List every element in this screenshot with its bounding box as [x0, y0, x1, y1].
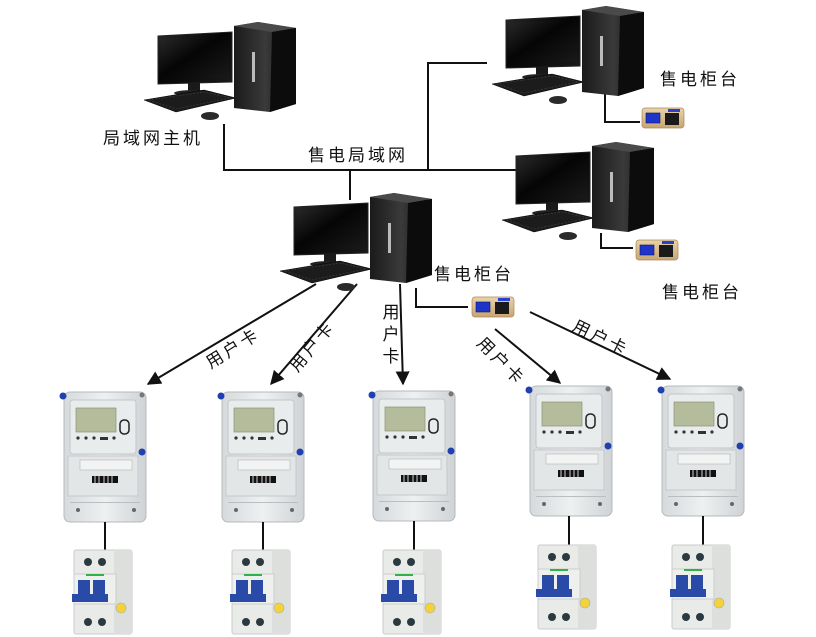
arrow-to-meter-2 — [270, 283, 358, 386]
circuit-breaker-icon — [535, 544, 597, 630]
meter-wires — [104, 516, 704, 550]
electric-meter-icon — [216, 391, 305, 523]
lan-host-computer-icon — [143, 21, 297, 121]
counter-top-computer-icon — [491, 5, 645, 105]
user-card-arrows — [146, 283, 672, 386]
electric-meter-icon — [367, 390, 456, 522]
electric-meter-icon — [524, 385, 613, 517]
link-counter-top — [427, 62, 487, 170]
arrow-to-meter-3 — [395, 283, 410, 386]
electric-meter-icon — [656, 385, 745, 517]
electric-meter-icon — [58, 391, 147, 523]
arrow-to-meter-4 — [494, 328, 562, 384]
card-reader-top-icon — [641, 107, 685, 129]
label-user-card-3: 用 户 卡 — [382, 303, 400, 367]
label-counter-top: 售电柜台 — [660, 70, 740, 90]
circuit-breaker-icon — [229, 549, 291, 635]
arrow-to-meter-5 — [529, 311, 672, 380]
label-lan-host: 局域网主机 — [103, 129, 203, 149]
circuit-breaker-icon — [71, 549, 133, 635]
arrow-to-meter-1 — [146, 283, 317, 385]
label-counter-center: 售电柜台 — [434, 265, 514, 285]
card-reader-right-icon — [635, 239, 679, 261]
lan-bus-line — [223, 124, 520, 171]
label-counter-right: 售电柜台 — [662, 283, 742, 303]
card-reader-center-icon — [471, 296, 515, 318]
circuit-breaker-icon — [669, 544, 731, 630]
counter-right-computer-icon — [501, 141, 655, 241]
circuit-breaker-icon — [380, 549, 442, 635]
link-reader-center — [415, 288, 468, 308]
link-reader-right — [600, 233, 633, 249]
link-reader-top — [604, 92, 640, 123]
counter-center-computer-icon — [279, 192, 433, 292]
label-sales-lan: 售电局域网 — [308, 146, 408, 166]
network-lines — [223, 62, 640, 308]
